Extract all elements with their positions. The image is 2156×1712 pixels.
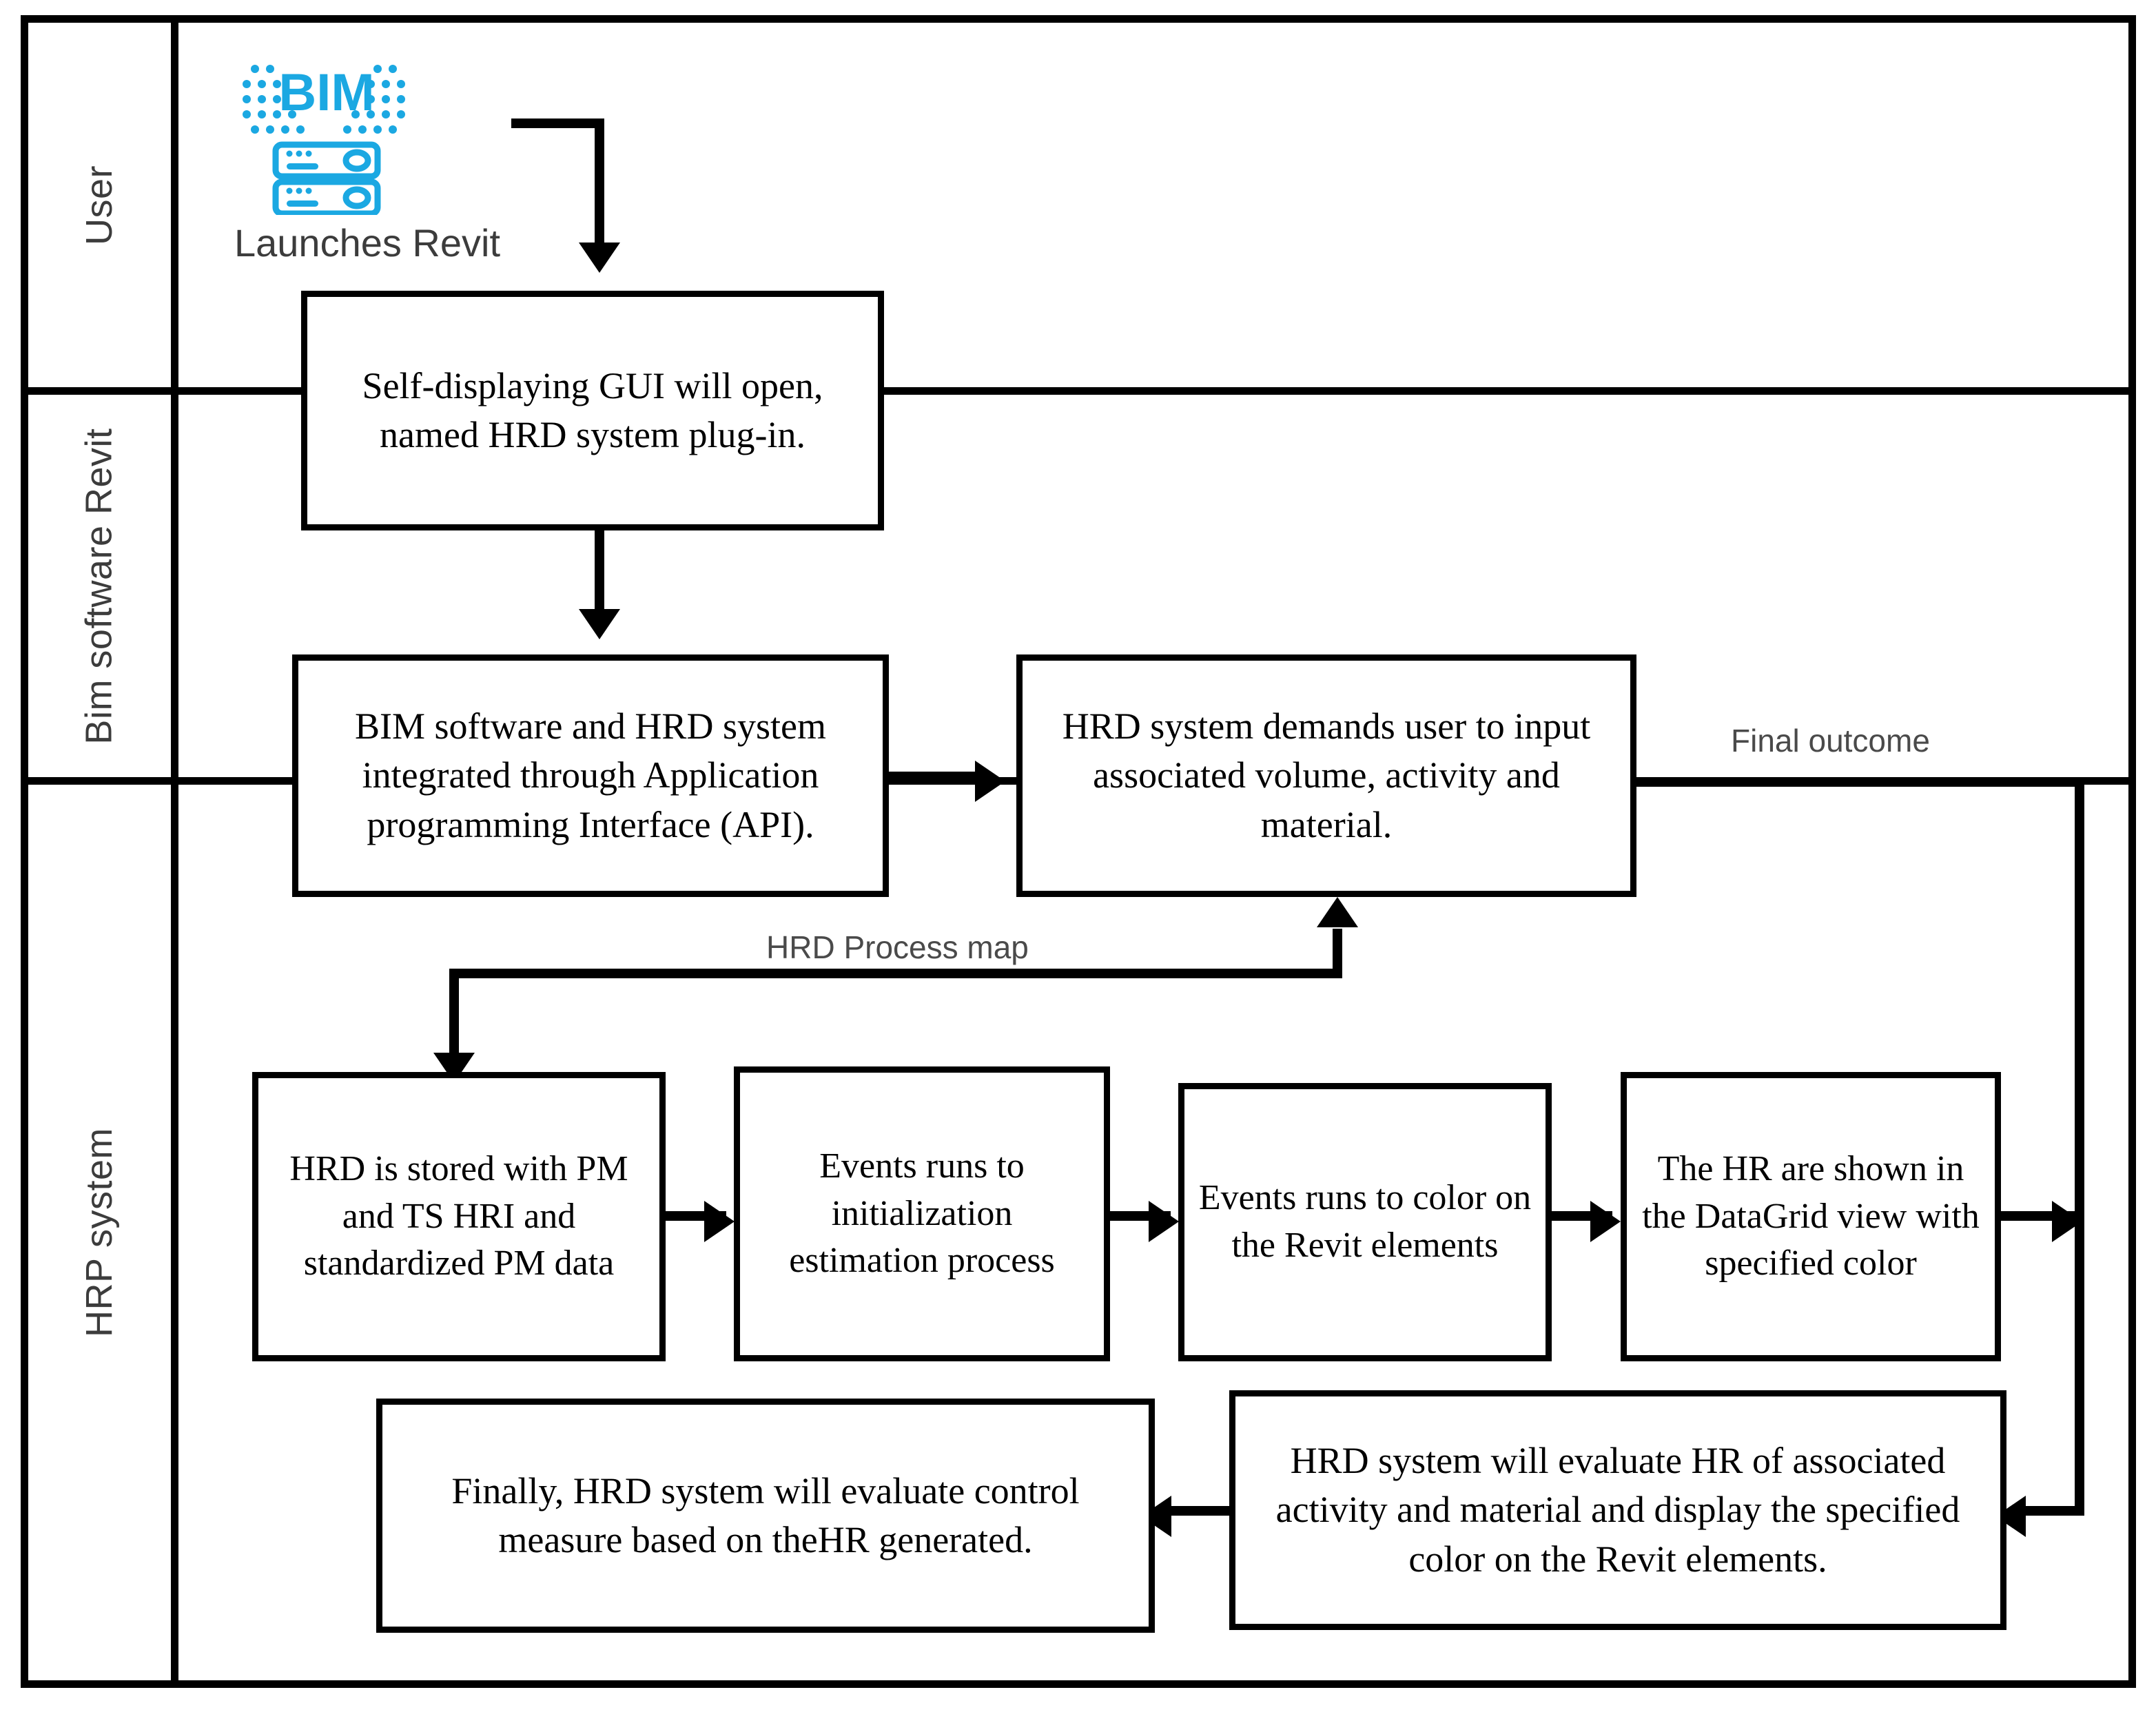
flow-label-final-outcome: Final outcome bbox=[1731, 723, 1930, 759]
connector-process-map-horizontal bbox=[449, 969, 1342, 978]
process-box-init[interactable]: Events runs to initialization estimation… bbox=[734, 1066, 1110, 1361]
process-box-control[interactable]: Finally, HRD system will evaluate contro… bbox=[376, 1399, 1155, 1633]
connector-final-outcome-to-evaluate bbox=[2026, 1506, 2084, 1516]
process-box-control-text: Finally, HRD system will evaluate contro… bbox=[451, 1469, 1080, 1560]
process-box-datagrid[interactable]: The HR are shown in the DataGrid view wi… bbox=[1621, 1072, 2001, 1361]
connector-api-to-demands bbox=[889, 772, 978, 781]
process-box-colorevt[interactable]: Events runs to color on the Revit elemen… bbox=[1178, 1083, 1552, 1361]
arrowhead-into-demands-from-below bbox=[1317, 897, 1358, 927]
arrowhead-into-gui-box bbox=[579, 243, 620, 273]
arrowhead-into-init-box bbox=[704, 1201, 735, 1242]
lane-label-bim: Bim software Revit bbox=[28, 395, 171, 777]
process-box-stored-text: HRD is stored with PM and TS HRI and sta… bbox=[289, 1149, 628, 1283]
process-box-demands-text: HRD system demands user to input associa… bbox=[1062, 705, 1591, 845]
connector-evaluatehr-to-control bbox=[1171, 1506, 1233, 1516]
process-box-demands[interactable]: HRD system demands user to input associa… bbox=[1016, 654, 1636, 897]
process-box-api[interactable]: BIM software and HRD system integrated t… bbox=[292, 654, 889, 897]
process-box-datagrid-text: The HR are shown in the DataGrid view wi… bbox=[1642, 1149, 1980, 1283]
connector-final-outcome-horizontal bbox=[1636, 777, 2084, 787]
arrowhead-into-api-box bbox=[579, 609, 620, 639]
process-box-evaluatehr-text: HRD system will evaluate HR of associate… bbox=[1275, 1440, 1960, 1580]
lane-label-bim-text: Bim software Revit bbox=[79, 427, 120, 745]
process-box-gui[interactable]: Self-displaying GUI will open, named HRD… bbox=[301, 291, 884, 530]
process-box-colorevt-text: Events runs to color on the Revit elemen… bbox=[1198, 1178, 1532, 1265]
arrowhead-into-colorevt-box bbox=[1149, 1201, 1179, 1242]
connector-process-map-down bbox=[449, 969, 459, 1058]
lane-label-hrp-text: HRP system bbox=[79, 1127, 120, 1338]
connector-launch-vertical bbox=[595, 118, 604, 246]
lane-label-column-divider bbox=[171, 15, 178, 1688]
connector-final-outcome-vertical bbox=[2075, 777, 2084, 1516]
flow-label-hrd-process-map: HRD Process map bbox=[766, 929, 1029, 965]
lane-label-user-text: User bbox=[78, 165, 120, 245]
arrowhead-into-demands-box bbox=[975, 761, 1005, 802]
process-box-evaluatehr[interactable]: HRD system will evaluate HR of associate… bbox=[1229, 1390, 2006, 1630]
process-box-init-text: Events runs to initialization estimation… bbox=[789, 1146, 1055, 1281]
process-box-stored[interactable]: HRD is stored with PM and TS HRI and sta… bbox=[252, 1072, 666, 1361]
bim-server-icon: BIM bbox=[243, 29, 415, 217]
connector-process-map-up bbox=[1333, 929, 1342, 978]
connector-launch-horizontal bbox=[511, 118, 604, 128]
lane-divider-user-bim bbox=[21, 387, 2136, 395]
bim-icon-caption: Launches Revit bbox=[234, 221, 501, 265]
arrowhead-datagrid-to-rail bbox=[2052, 1201, 2082, 1242]
process-box-gui-text: Self-displaying GUI will open, named HRD… bbox=[362, 364, 823, 455]
lane-label-user: User bbox=[28, 23, 171, 387]
swimlane-frame bbox=[21, 15, 2136, 1688]
bim-wordmark: BIM bbox=[278, 63, 374, 122]
lane-label-hrp: HRP system bbox=[28, 785, 171, 1680]
connector-gui-to-api-vertical bbox=[595, 530, 604, 613]
arrowhead-into-datagrid-box bbox=[1590, 1201, 1621, 1242]
process-box-api-text: BIM software and HRD system integrated t… bbox=[355, 705, 826, 845]
